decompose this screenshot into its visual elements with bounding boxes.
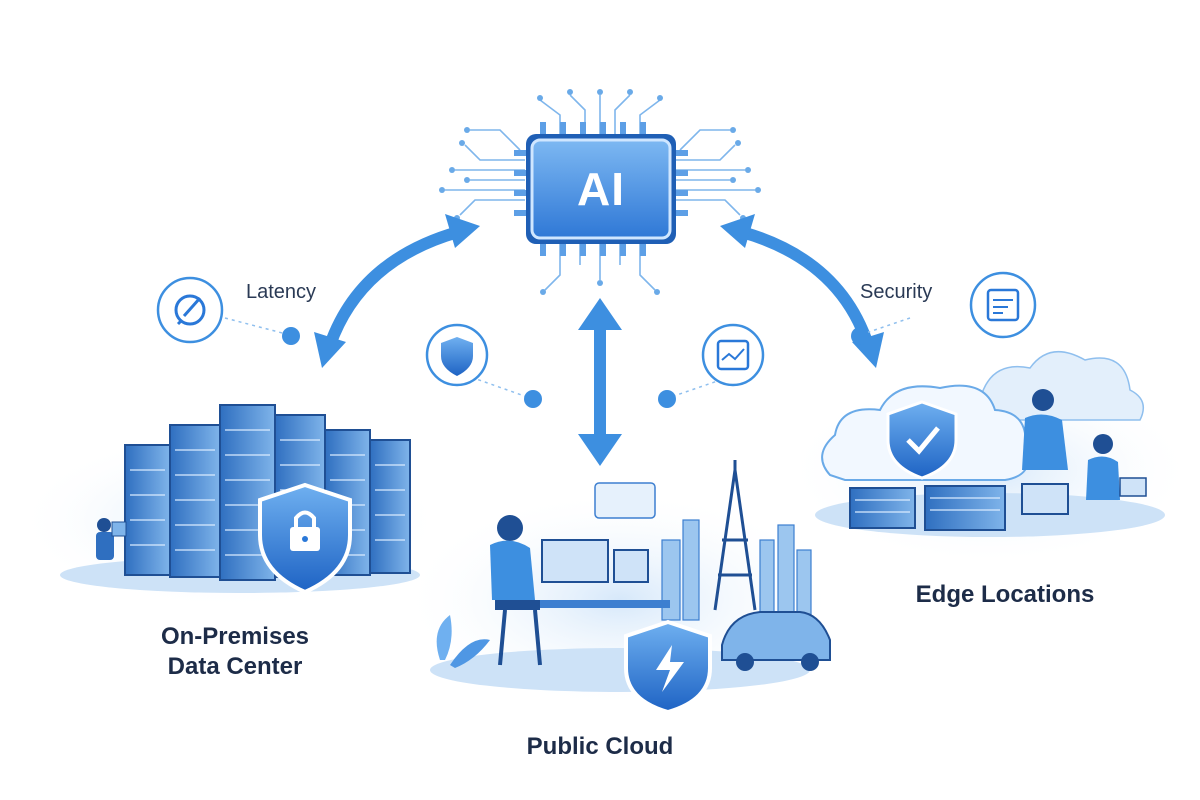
- arrow-to-public-cloud: [578, 298, 622, 466]
- compass-icon: [156, 276, 224, 344]
- edge-scene: [785, 350, 1195, 565]
- engineer-figures: [1021, 389, 1147, 515]
- car: [721, 611, 831, 671]
- lock-shield-icon: [258, 482, 352, 595]
- security-label: Security: [860, 281, 933, 303]
- technician-figure: [96, 518, 127, 560]
- cell-tower: [713, 460, 757, 611]
- check-shield-icon: [886, 400, 958, 480]
- on-prem-title-line1: On-Premises: [160, 623, 310, 650]
- on-prem-title-line2: Data Center: [167, 653, 303, 680]
- public-cloud-title: Public Cloud: [526, 733, 674, 760]
- calendar-chart-icon: [701, 323, 765, 387]
- desk-monitors: [520, 482, 670, 608]
- latency-label: Latency: [246, 281, 317, 303]
- lightning-shield-icon: [624, 619, 712, 715]
- plant: [436, 615, 490, 668]
- ai-chip: [514, 122, 688, 256]
- background-clouds: [979, 350, 1145, 421]
- on-prem-title: On-Premises Data Center: [110, 622, 360, 682]
- public-cloud-scene: [400, 460, 840, 715]
- edge-servers: [849, 485, 1006, 531]
- connector-dots: [282, 327, 869, 408]
- city-skyline: [661, 519, 812, 621]
- document-icon: [969, 271, 1037, 339]
- developer-figure: [490, 515, 542, 666]
- edge-title: Edge Locations: [915, 581, 1095, 608]
- circuit-traces: [445, 94, 755, 291]
- dotted-connectors: [224, 317, 911, 399]
- circuit-nodes: [439, 89, 761, 295]
- shield-icon: [425, 323, 489, 387]
- arrow-to-on-prem: [314, 214, 480, 368]
- ai-chip-label: AI: [577, 163, 625, 215]
- on-prem-scene: [15, 404, 445, 610]
